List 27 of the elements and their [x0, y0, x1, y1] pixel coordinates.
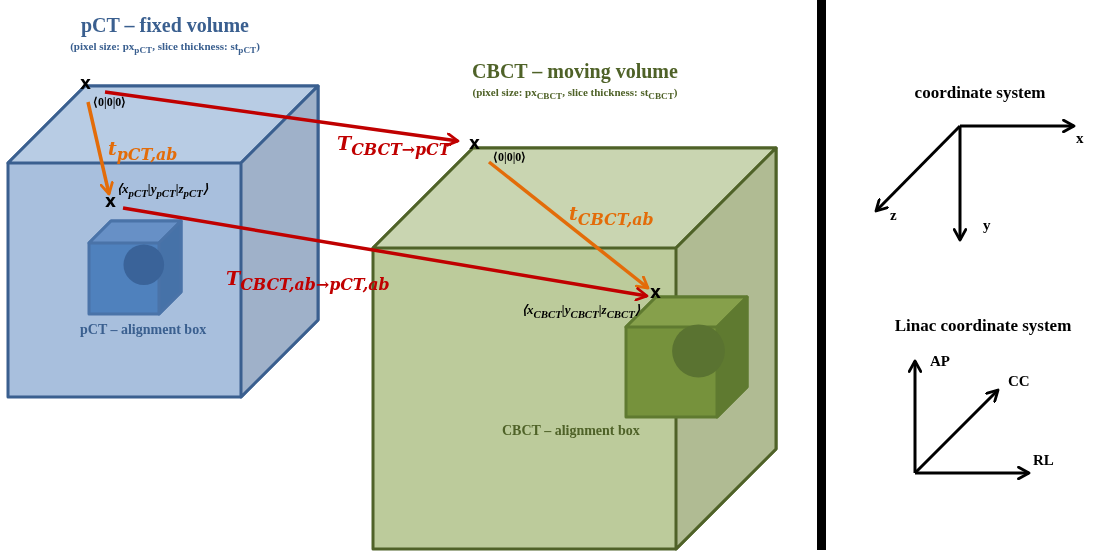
volume-title: CBCT – moving volume: [471, 60, 679, 82]
coordinate-label: ⟨0|0|0⟩: [493, 151, 527, 165]
box-caption: pCT – alignment box: [80, 321, 207, 337]
axis-label: RL: [1033, 452, 1054, 469]
edge-label: t$_{pCT,ab}$: [108, 138, 178, 164]
arrow: [104, 90, 460, 147]
coordinate-label: ⟨0|0|0⟩: [93, 96, 127, 110]
volume-title: pCT – fixed volume: [80, 14, 250, 36]
edge-label: t$_{CBCT,ab}$: [569, 203, 654, 229]
axis-label: z: [890, 207, 897, 224]
axis-label: AP: [930, 353, 950, 370]
axis-label: CC: [1008, 373, 1030, 390]
section-heading: coordinate system: [913, 84, 1047, 103]
box-caption: CBCT – alignment box: [502, 422, 640, 438]
volume-subtitle: (pixel size: px$_{pCT}$, slice thickness: st$_{pCT}$): [69, 40, 261, 56]
arrow: [86, 101, 114, 196]
coordinate-label: ⟨x$_{CBCT}$|y$_{CBCT}$|z$_{CBCT}$⟩: [522, 303, 640, 321]
point-marker: x: [105, 192, 116, 211]
arrow: [122, 206, 649, 302]
point-marker: x: [650, 283, 661, 302]
axis-label: y: [983, 217, 991, 234]
section-heading: Linac coordinate system: [893, 317, 1073, 336]
arrow: [487, 160, 650, 290]
axis-label: x: [1076, 130, 1084, 147]
volume-subtitle: (pixel size: px$_{CBCT}$, slice thickness: st$_{CBCT}$): [471, 86, 679, 102]
coordinate-label: ⟨x$_{pCT}$|y$_{pCT}$|z$_{pCT}$⟩: [117, 182, 208, 200]
edge-label: T$_{CBCT→pCT}$: [337, 133, 451, 159]
